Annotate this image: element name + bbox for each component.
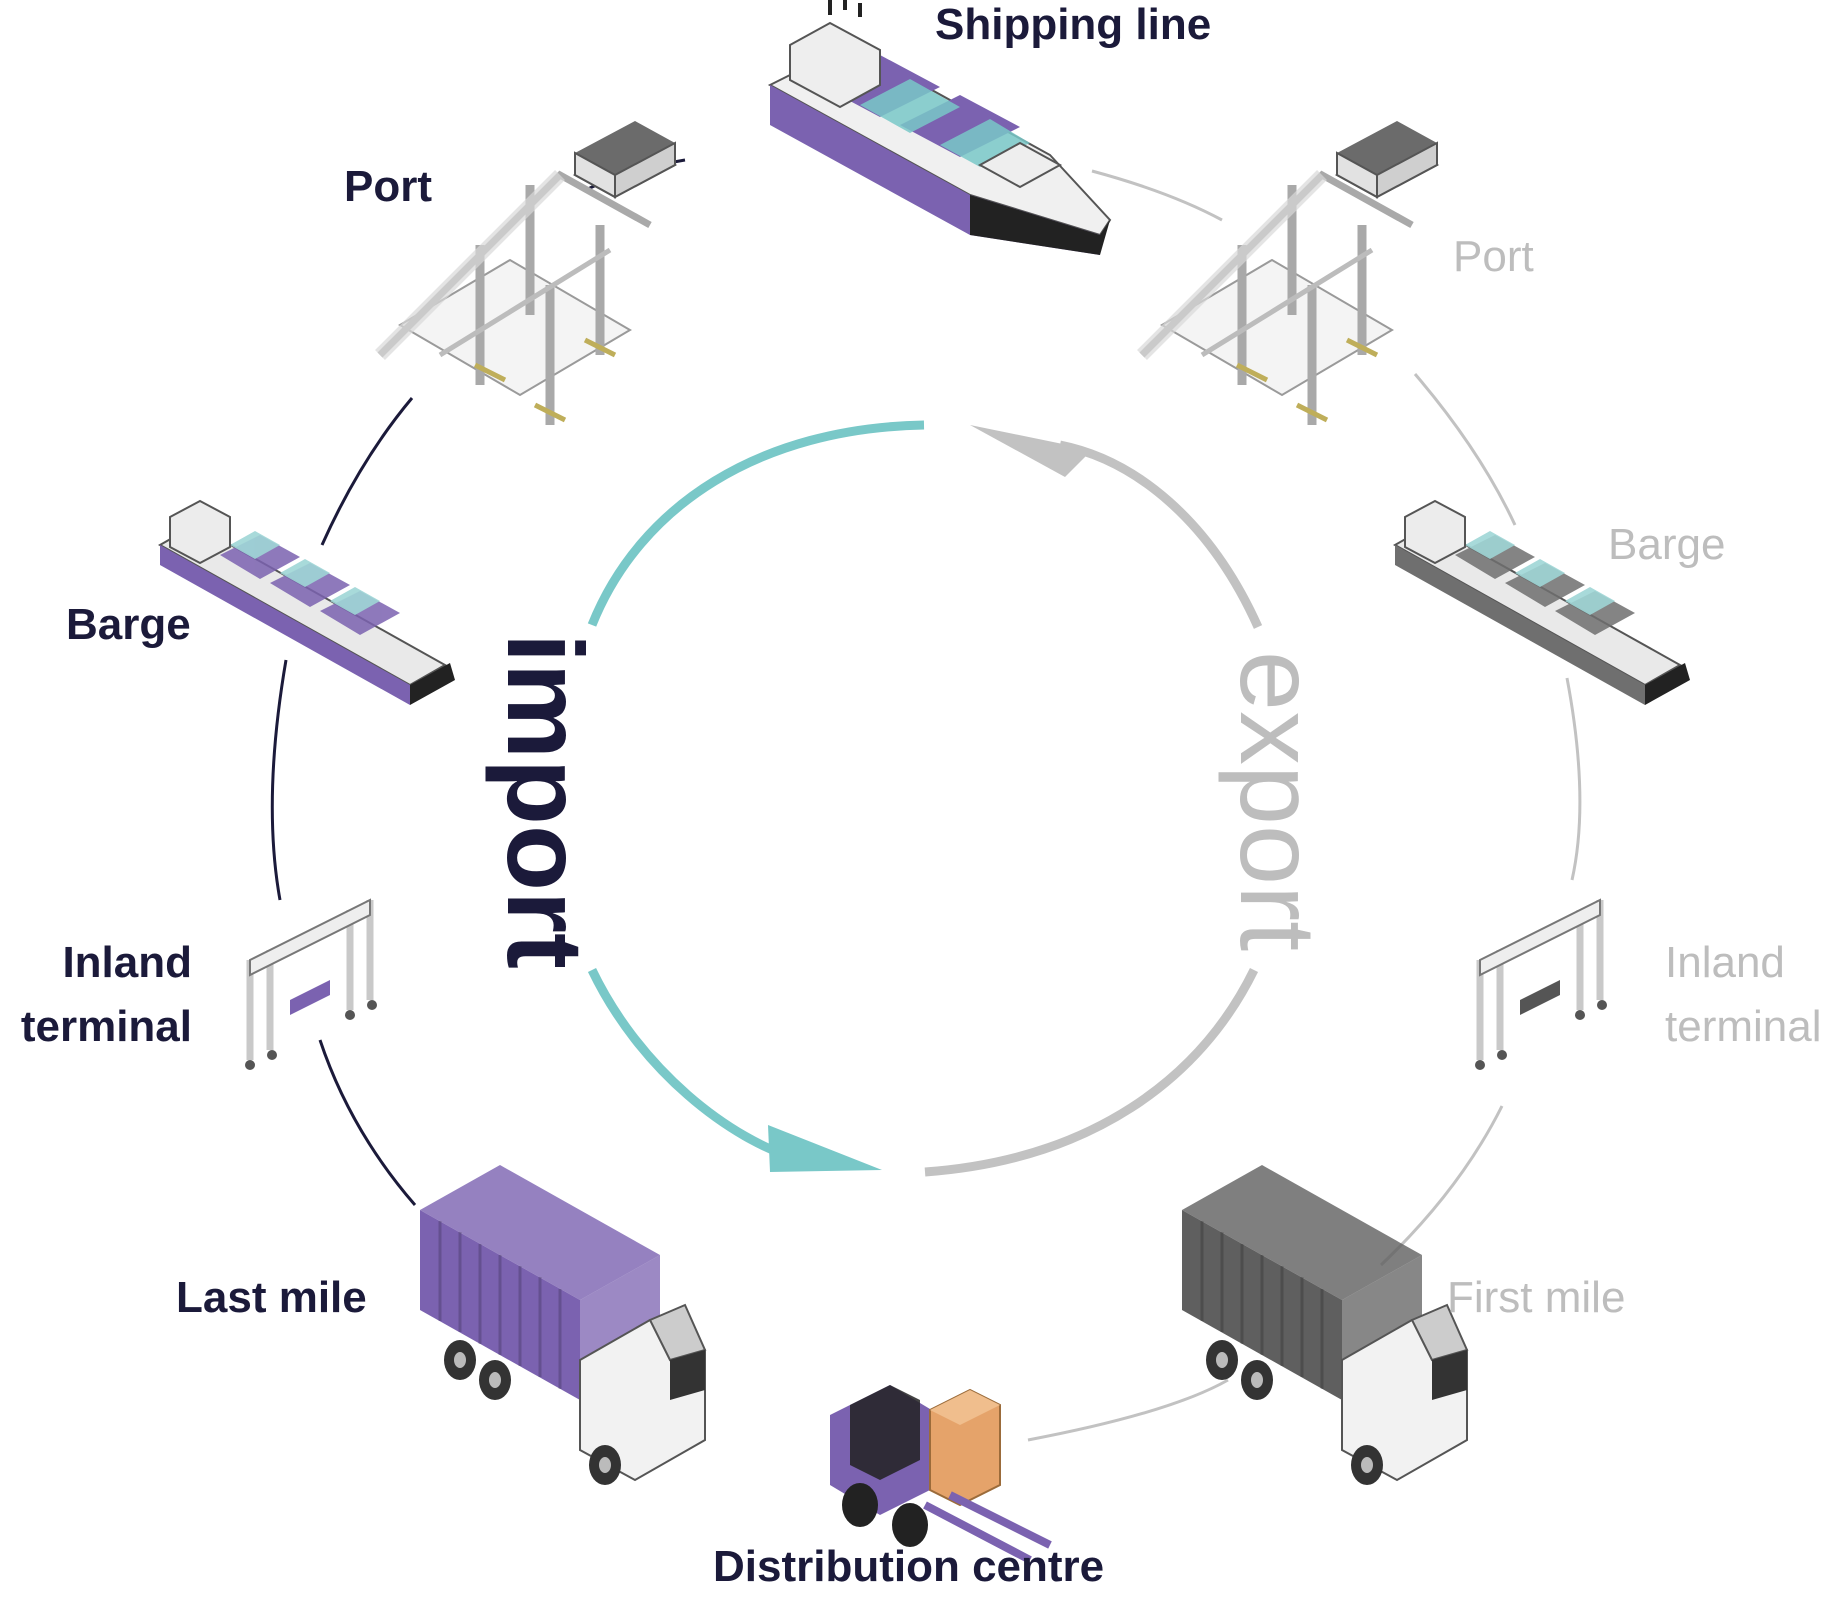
export-arrow-bottom [924,968,1259,1177]
import-connector-line [270,659,288,901]
import-inland-label: Inland [62,938,192,987]
import-arrow-top [587,420,925,627]
gantry-crane-icon [245,900,377,1070]
export-connector-line [1379,1105,1504,1267]
distribution-centre-label: Distribution centre [713,1542,1105,1591]
export-port-label: Port [1453,232,1534,281]
import-connector-line [320,397,414,546]
export-terminal-label: terminal [1665,1002,1822,1051]
import-inland-terminal-label: Inland terminal [0,933,192,1057]
import-connector-line [318,1039,417,1206]
first-mile-label: First mile [1447,1273,1626,1322]
barge-icon [159,500,456,706]
export-barge-label: Barge [1608,520,1726,569]
export-connector-line [1413,373,1517,526]
truck-icon [418,1163,707,1487]
export-connector-line [1565,677,1582,881]
import-arrow-head [768,1125,882,1172]
import-barge-label: Barge [66,600,191,649]
import-terminal-label: terminal [20,1002,192,1051]
port-crane-icon [1142,121,1437,425]
export-arrow-head [970,425,1092,477]
export-inland-terminal-label: Inland terminal [1665,933,1822,1057]
import-port-label: Port [344,162,432,211]
forklift-icon [830,1385,1052,1564]
last-mile-label: Last mile [176,1273,367,1322]
export-cycle-label: export [1218,650,1339,952]
truck-icon [1180,1163,1469,1487]
container-ship-icon [767,0,1112,255]
export-inland-label: Inland [1665,938,1785,987]
export-arrow-top [1059,440,1263,629]
export-connector-line [1027,1378,1229,1442]
export-connector-line [1091,169,1223,222]
shipping-line-label: Shipping line [935,0,1212,49]
gantry-crane-icon [1475,900,1607,1070]
import-cycle-label: import [485,633,606,969]
